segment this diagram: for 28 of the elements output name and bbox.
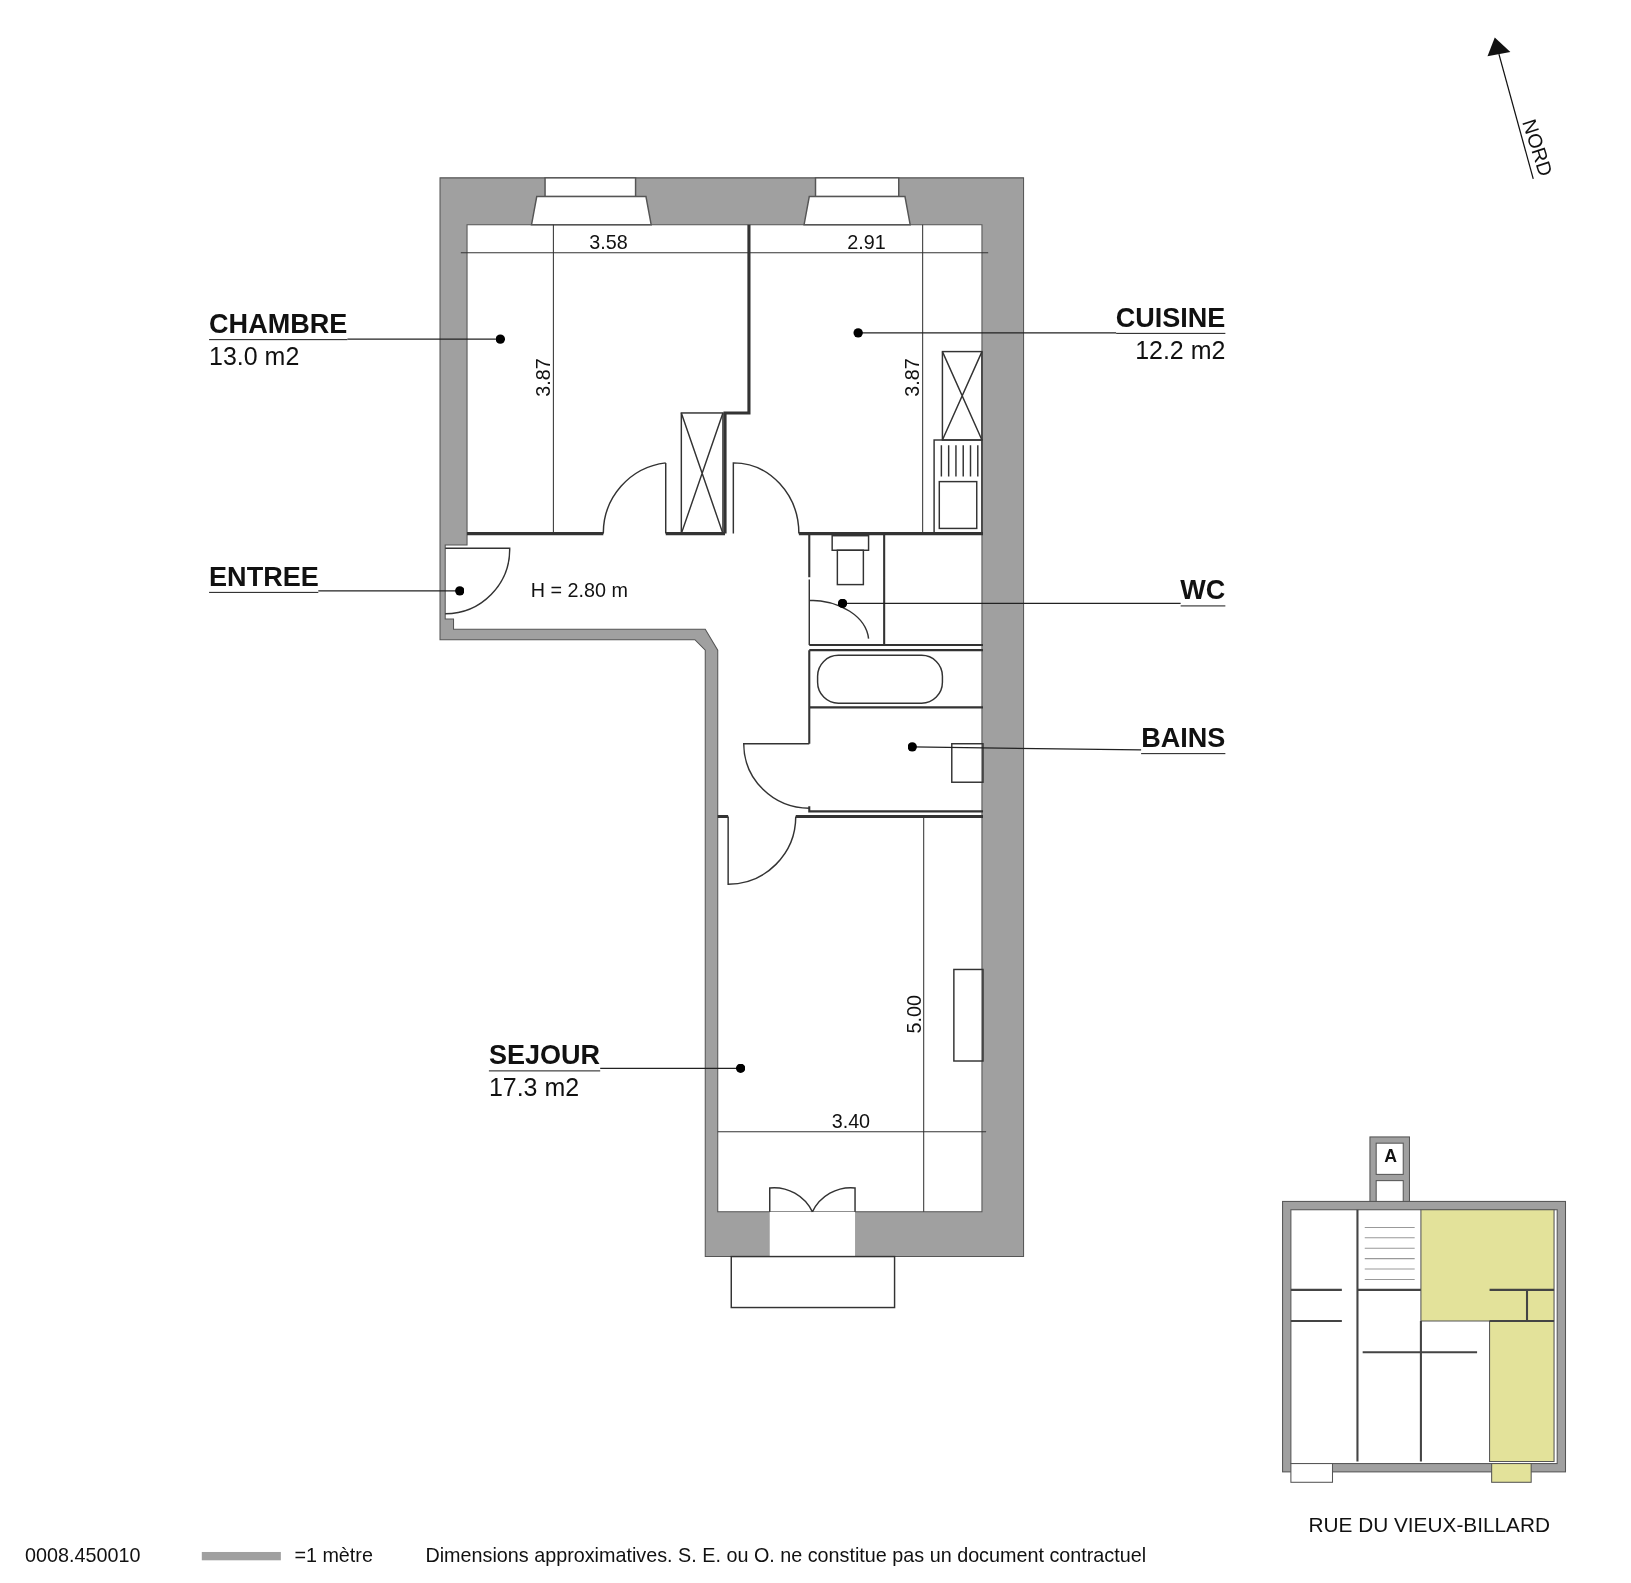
- dimension-text: 2.91: [847, 232, 886, 253]
- disclaimer-note: Dimensions approximatives. S. E. ou O. ne constitue pas un document contractuel: [425, 1545, 1147, 1565]
- room-area: 17.3 m2: [488, 1075, 601, 1101]
- building-letter: A: [1384, 1147, 1398, 1166]
- dimension-text: 3.87: [533, 358, 553, 397]
- reference-number: 0008.450010: [24, 1545, 141, 1565]
- room-name: SEJOUR: [488, 1041, 601, 1072]
- leader-line: [317, 586, 465, 596]
- dimension-text: 3.58: [589, 232, 628, 253]
- dimension-text: 3.87: [902, 358, 923, 397]
- scale-text: =1 mètre: [294, 1545, 373, 1565]
- room-name: WC: [1180, 576, 1226, 607]
- leader-line: [907, 742, 1142, 752]
- leader-line: [599, 1063, 746, 1073]
- leader-line: [837, 598, 1182, 608]
- dimension-text: 3.40: [831, 1111, 871, 1132]
- room-name: BAINS: [1141, 724, 1226, 755]
- room-name: ENTREE: [209, 562, 319, 593]
- street-name: RUE DU VIEUX-BILLARD: [1308, 1514, 1551, 1536]
- room-name: CHAMBRE: [209, 310, 348, 341]
- compass-label: NORD: [1519, 117, 1556, 179]
- dimension-text: 5.00: [904, 994, 925, 1034]
- room-area: 12.2 m2: [1135, 338, 1226, 364]
- leader-line: [853, 328, 1117, 338]
- room-area: 13.0 m2: [209, 344, 348, 370]
- ceiling-height-text: H = 2.80 m: [530, 579, 628, 600]
- leader-line: [346, 334, 505, 344]
- room-name: CUISINE: [1115, 303, 1226, 334]
